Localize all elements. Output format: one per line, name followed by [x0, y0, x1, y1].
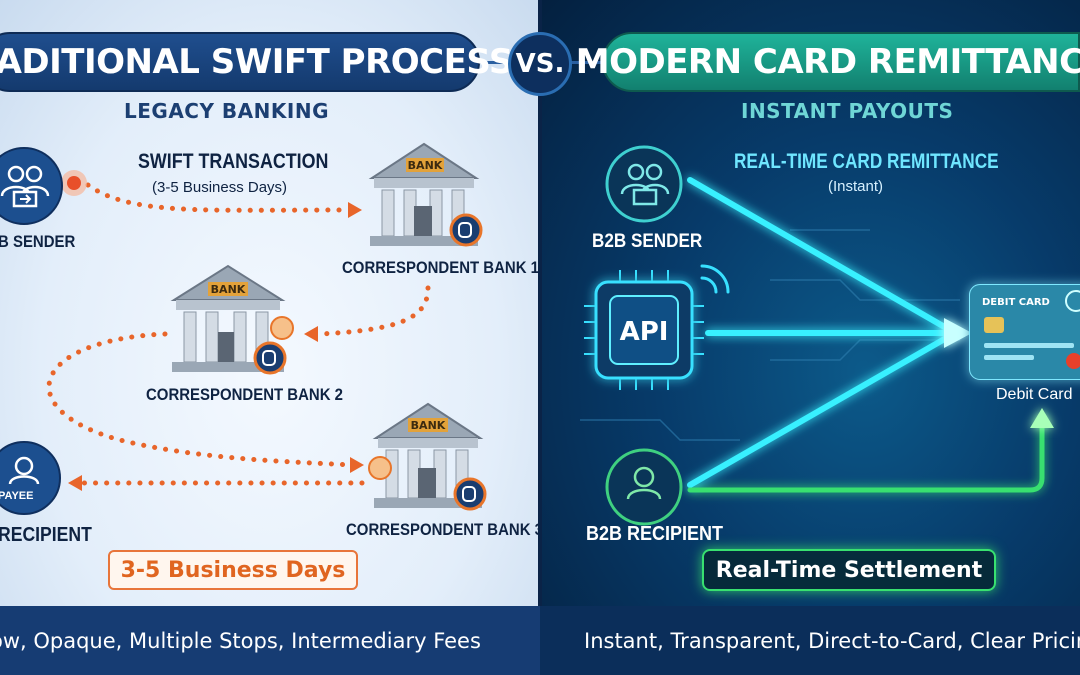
- traditional-swift-title: TRADITIONAL SWIFT PROCESS: [0, 32, 513, 92]
- arrowhead-bank3: [350, 457, 364, 473]
- api-chip-icon: API: [584, 264, 730, 390]
- modern-footer-text: Instant, Transparent, Direct-to-Card, Cl…: [584, 628, 1080, 653]
- b2b-sender-icon: [605, 145, 683, 223]
- modern-flow-svg: API DEBIT CARD: [580, 145, 1080, 526]
- flow-sender-to-bank1: [85, 182, 353, 213]
- legacy-footer: ow, Opaque, Multiple Stops, Intermediary…: [0, 606, 540, 675]
- realtime-remittance-title: REAL-TIME CARD REMITTANCE: [734, 150, 999, 173]
- correspondent-bank-2-label: CORRESPONDENT BANK 2: [146, 385, 343, 404]
- legacy-footer-text: ow, Opaque, Multiple Stops, Intermediary…: [0, 628, 481, 653]
- swift-transaction-title: SWIFT TRANSACTION: [138, 150, 329, 173]
- payee-icon: [0, 441, 61, 515]
- correspondent-bank-3-label: CORRESPONDENT BANK 3: [346, 520, 540, 539]
- flow-bank1-to-bank2: [317, 285, 431, 337]
- arrowhead-bank1: [348, 202, 362, 218]
- correspondent-bank-1-label: CORRESPONDENT BANK 1: [342, 258, 539, 277]
- correspondent-bank-1-icon: BANK: [368, 142, 483, 247]
- return-arrowhead: [1030, 408, 1054, 428]
- business-days-badge: 3-5 Business Days: [108, 550, 358, 590]
- realtime-settlement-badge: Real-Time Settlement: [702, 549, 996, 591]
- panel-divider: [538, 0, 542, 675]
- correspondent-bank-2-icon: BANK: [170, 264, 294, 375]
- payee-text: PAYEE: [0, 490, 34, 502]
- realtime-remittance-sub: (Instant): [828, 178, 884, 195]
- sender-label: B SENDER: [0, 232, 76, 251]
- legacy-panel: B SENDER PAYEE RECIPIENT SWIFT TRANSACTI…: [0, 0, 540, 675]
- pulse-dot: [67, 176, 81, 190]
- vs-connector-right: [560, 61, 610, 64]
- svg-text:BANK: BANK: [211, 283, 246, 296]
- wifi-icon: [700, 264, 730, 294]
- debit-card-label: Debit Card: [996, 386, 1073, 403]
- vs-badge: VS.: [508, 32, 572, 96]
- recipient-label: RECIPIENT: [0, 524, 92, 546]
- svg-text:BANK: BANK: [411, 419, 446, 432]
- beam-recipient-to-card: [687, 330, 958, 488]
- modern-footer: Instant, Transparent, Direct-to-Card, Cl…: [540, 606, 1080, 675]
- api-text: API: [620, 317, 669, 347]
- arrowhead-bank2: [304, 326, 318, 342]
- debit-card-icon: DEBIT CARD: [969, 284, 1080, 380]
- b2b-recipient-icon: [605, 448, 683, 526]
- circuit-lines: [580, 229, 960, 441]
- b2b-sender-label: B2B SENDER: [592, 231, 703, 252]
- card-header: DEBIT CARD: [982, 297, 1050, 308]
- beam-settlement-return: [687, 417, 1045, 493]
- beam-sender-to-card: [687, 177, 958, 336]
- swift-transaction-sub: (3-5 Business Days): [152, 179, 288, 196]
- instant-payouts-subtitle: INSTANT PAYOUTS: [741, 99, 954, 123]
- legacy-flow-svg: [0, 147, 431, 515]
- legacy-banking-subtitle: LEGACY BANKING: [124, 99, 329, 123]
- arrowhead-recipient: [68, 475, 82, 491]
- flow-bank2-to-bank3: [46, 331, 355, 468]
- b2b-recipient-label: B2B RECIPIENT: [586, 523, 724, 545]
- modern-card-title: MODERN CARD REMITTANCE: [576, 32, 1080, 92]
- beam-arrowhead-card: [944, 318, 972, 348]
- bank-word: BANK: [408, 159, 443, 172]
- correspondent-bank-3-icon: BANK: [368, 402, 487, 511]
- vs-connector-left: [470, 61, 520, 64]
- sender-icon: [0, 147, 63, 225]
